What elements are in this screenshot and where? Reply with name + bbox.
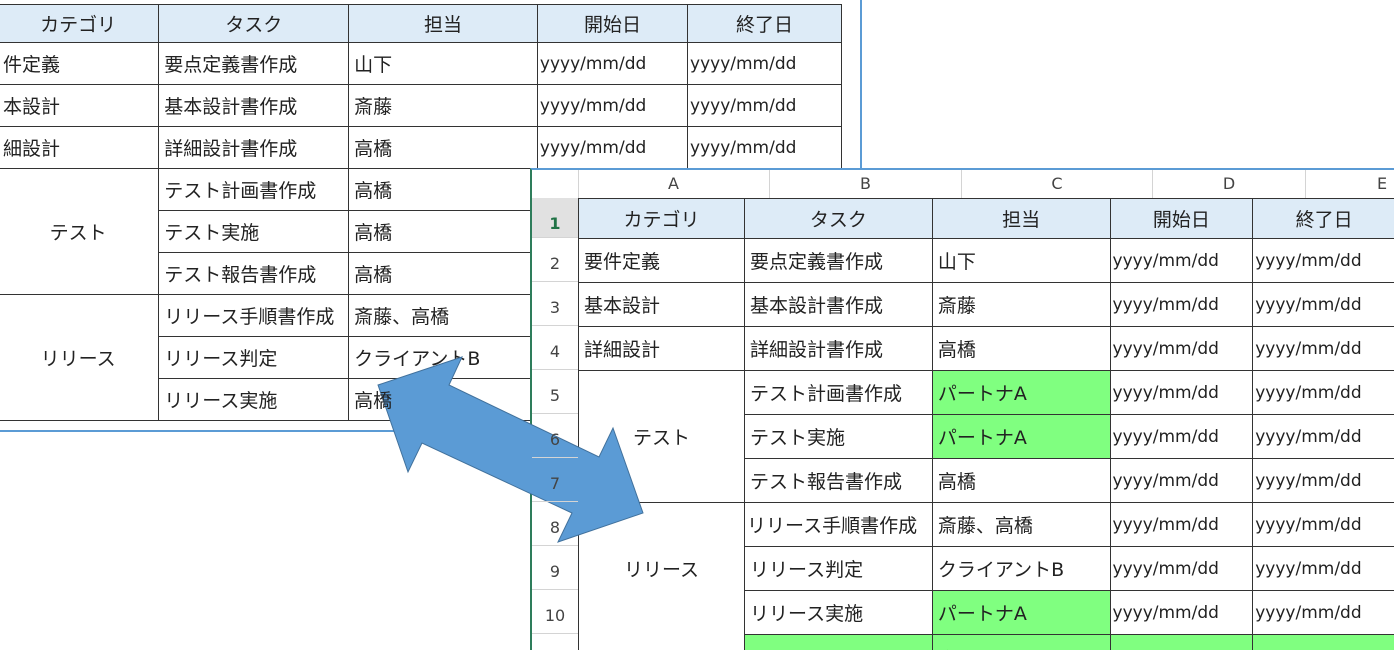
row-header-6[interactable]: 6	[532, 414, 578, 458]
cell-assignee[interactable]: 高橋	[354, 390, 392, 412]
row-header-7[interactable]: 7	[532, 458, 578, 502]
comparison-arrow	[378, 357, 643, 542]
